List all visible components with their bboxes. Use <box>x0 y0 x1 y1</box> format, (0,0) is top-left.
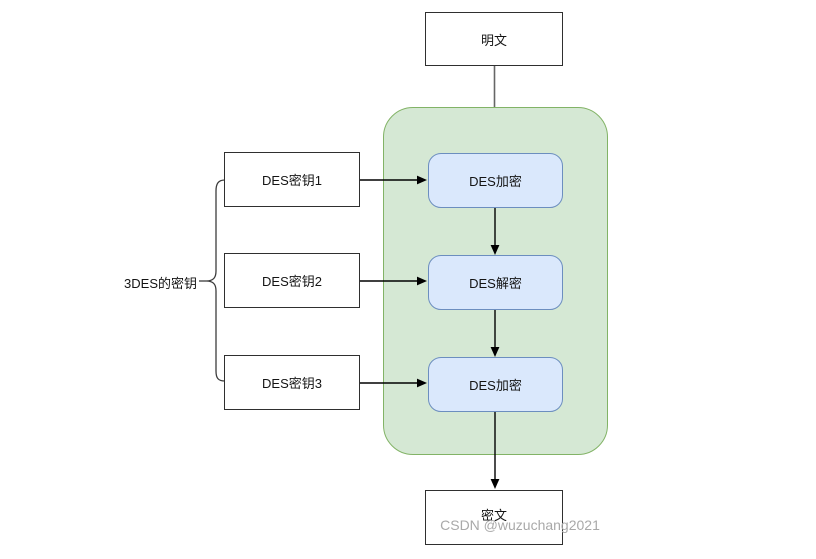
keys-brace <box>199 179 226 382</box>
node-des-key-3: DES密钥3 <box>224 355 360 410</box>
node-des-encrypt-1: DES加密 <box>428 153 563 208</box>
node-label: 明文 <box>480 32 507 48</box>
csdn-watermark: CSDN @wuzuchang2021 <box>440 517 600 533</box>
node-label: DES密钥1 <box>262 173 322 188</box>
node-des-key-2: DES密钥2 <box>224 253 360 308</box>
node-ciphertext: 密文 <box>425 490 563 545</box>
node-label: DES加密 <box>469 174 522 189</box>
node-label: DES加密 <box>469 378 522 393</box>
node-plaintext: 明文 <box>425 12 563 66</box>
node-label: DES密钥3 <box>262 376 322 391</box>
node-label: DES密钥2 <box>262 274 322 289</box>
keys-brace-label: 3DES的密钥 <box>124 276 197 291</box>
node-des-encrypt-2: DES加密 <box>428 357 563 412</box>
node-des-decrypt: DES解密 <box>428 255 563 310</box>
node-des-key-1: DES密钥1 <box>224 152 360 207</box>
node-label: 密文 <box>480 507 507 523</box>
node-label: DES解密 <box>469 276 522 291</box>
